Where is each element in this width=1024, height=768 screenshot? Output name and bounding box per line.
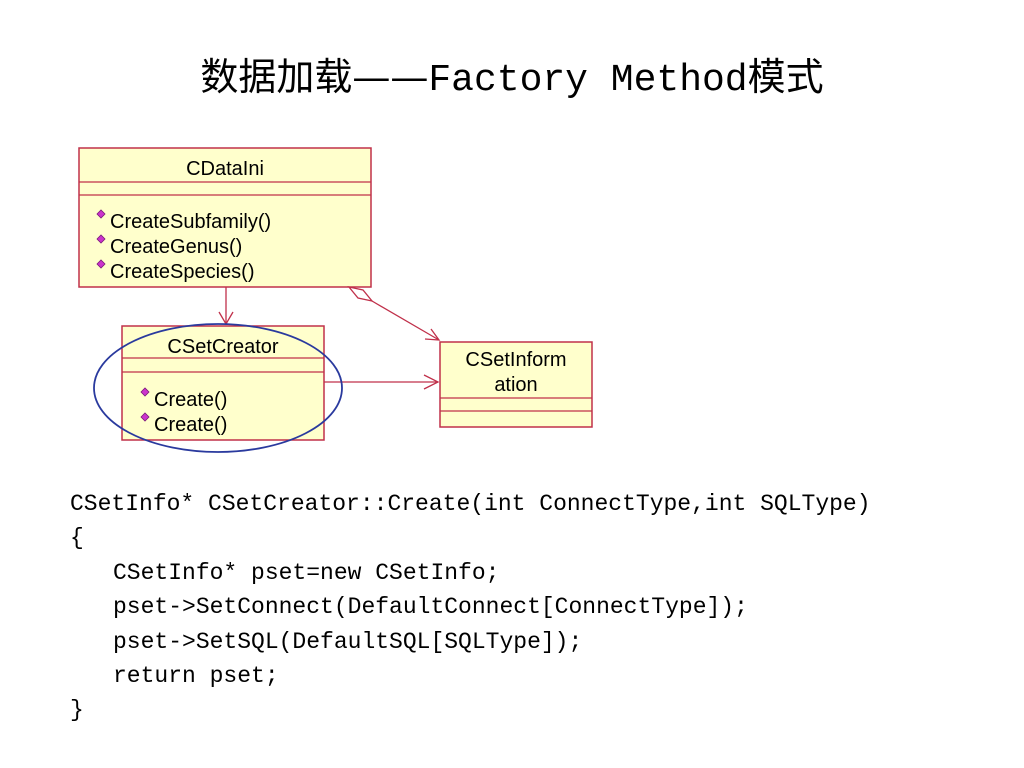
class-name-line-2: ation <box>494 374 537 396</box>
title-cn-prefix: 数据加载—— <box>200 55 429 99</box>
code-line: } <box>70 697 84 724</box>
code-line: pset->SetConnect(DefaultConnect[ConnectT… <box>113 594 748 621</box>
title-en: Factory Method <box>428 59 748 102</box>
arrow-cdataini-to-csetcreator <box>218 287 234 326</box>
class-name-csetcreator: CSetCreator <box>167 336 278 358</box>
code-block: CSetInfo* CSetCreator::Create(int Connec… <box>70 487 871 728</box>
code-line: { <box>70 525 84 552</box>
title-cn-suffix: 模式 <box>747 55 824 99</box>
method-create: Create() <box>154 389 227 411</box>
code-line: return pset; <box>113 662 279 689</box>
code-line: CSetInfo* pset=new CSetInfo; <box>113 559 500 586</box>
class-box-csetcreator: CSetCreator Create() Create() <box>121 325 325 441</box>
method-create-genus: CreateGenus() <box>110 236 242 258</box>
class-name-cdataini: CDataIni <box>186 158 264 180</box>
method-create-species: CreateSpecies() <box>110 261 255 283</box>
code-line: CSetInfo* CSetCreator::Create(int Connec… <box>70 491 871 517</box>
highlight-ellipse <box>93 323 343 453</box>
code-line: pset->SetSQL(DefaultSQL[SQLType]); <box>113 628 583 655</box>
class-box-cdataini: CDataIni CreateSubfamily() CreateGenus()… <box>78 147 372 288</box>
class-name-line-1: CSetInform <box>465 349 566 371</box>
aggregation-cdataini-to-csetinformation <box>347 285 441 341</box>
uml-class-diagram: CDataIni CreateSubfamily() CreateGenus()… <box>78 147 593 453</box>
class-box-csetinformation: CSetInform ation <box>439 341 593 428</box>
slide-title: 数据加载——Factory Method模式 <box>0 46 1024 102</box>
method-create: Create() <box>154 414 227 436</box>
method-create-subfamily: CreateSubfamily() <box>110 211 271 233</box>
arrow-csetcreator-to-csetinformation <box>324 374 440 390</box>
